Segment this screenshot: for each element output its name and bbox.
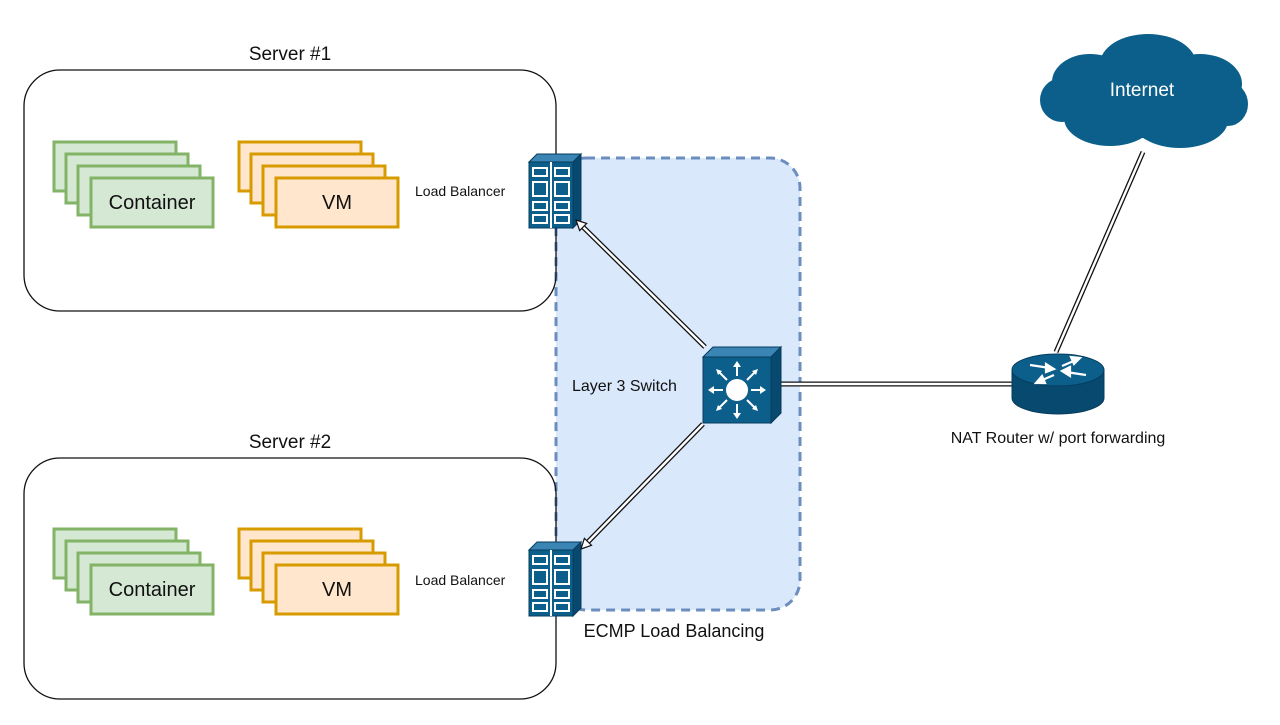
internet-label: Internet: [1110, 80, 1175, 101]
load-balancer-icon[interactable]: [527, 540, 583, 618]
ecmp-label: ECMP Load Balancing: [584, 621, 765, 641]
server-1: Server #1 Container VM Load Balancer: [23, 44, 583, 312]
vm-label: VM: [322, 579, 352, 601]
container-stack[interactable]: Container: [52, 527, 215, 616]
load-balancer-label: Load Balancer: [415, 572, 506, 588]
vm-stack[interactable]: VM: [237, 140, 400, 229]
container-label: Container: [109, 579, 196, 601]
router-label: NAT Router w/ port forwarding: [951, 430, 1166, 447]
switch-label: Layer 3 Switch: [572, 378, 677, 395]
nat-router-icon[interactable]: [1011, 353, 1105, 415]
link-router-internet: [1053, 151, 1146, 353]
connectors: [576, 151, 1146, 549]
load-balancer-icon[interactable]: [527, 152, 583, 230]
vm-label: VM: [322, 192, 352, 214]
server-2-title: Server #2: [249, 432, 331, 453]
container-label: Container: [109, 192, 196, 214]
server-1-title: Server #1: [249, 44, 331, 65]
vm-stack[interactable]: VM: [237, 527, 400, 616]
container-stack[interactable]: Container: [52, 140, 215, 229]
server-2: Server #2 Container VM Load Balancer: [23, 432, 583, 700]
load-balancer-label: Load Balancer: [415, 183, 506, 199]
layer3-switch-icon[interactable]: [701, 345, 783, 425]
link-switch-lb1: [576, 220, 707, 349]
internet-cloud-icon[interactable]: Internet: [1040, 34, 1248, 148]
link-switch-lb2: [581, 422, 705, 549]
